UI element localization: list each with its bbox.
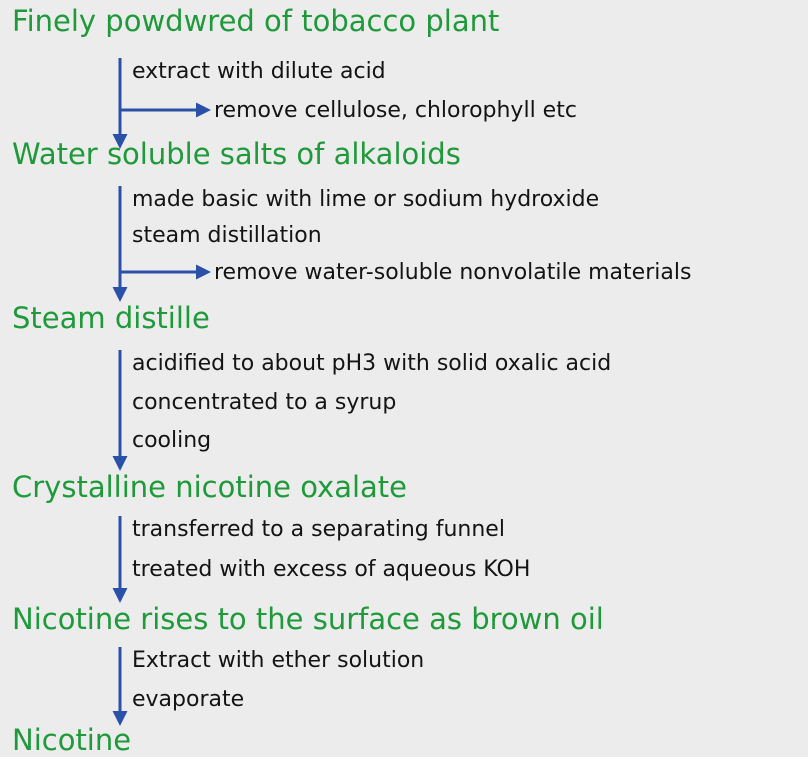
stage-label: Steam distille [12, 301, 210, 335]
stage-label: Crystalline nicotine oxalate [12, 470, 408, 504]
removal-step: remove cellulose, chlorophyll etc [214, 98, 577, 123]
process-step: acidified to about pH3 with solid oxalic… [132, 351, 612, 376]
process-step: made basic with lime or sodium hydroxide [132, 187, 600, 212]
process-step: transferred to a separating funnel [132, 517, 505, 542]
process-step: Extract with ether solution [132, 648, 425, 673]
stage-label: Nicotine rises to the surface as brown o… [12, 602, 604, 636]
process-step: cooling [132, 428, 212, 453]
stage-label: Nicotine [12, 723, 132, 757]
removal-step: remove water-soluble nonvolatile materia… [214, 260, 692, 285]
process-step: extract with dilute acid [132, 59, 386, 84]
stage-label: Water soluble salts of alkaloids [12, 137, 461, 171]
process-step: steam distillation [132, 223, 322, 248]
process-step: evaporate [132, 687, 245, 712]
process-step: treated with excess of aqueous KOH [132, 557, 531, 582]
stage-label: Finely powdwred of tobacco plant [12, 4, 500, 38]
process-step: concentrated to a syrup [132, 390, 397, 415]
